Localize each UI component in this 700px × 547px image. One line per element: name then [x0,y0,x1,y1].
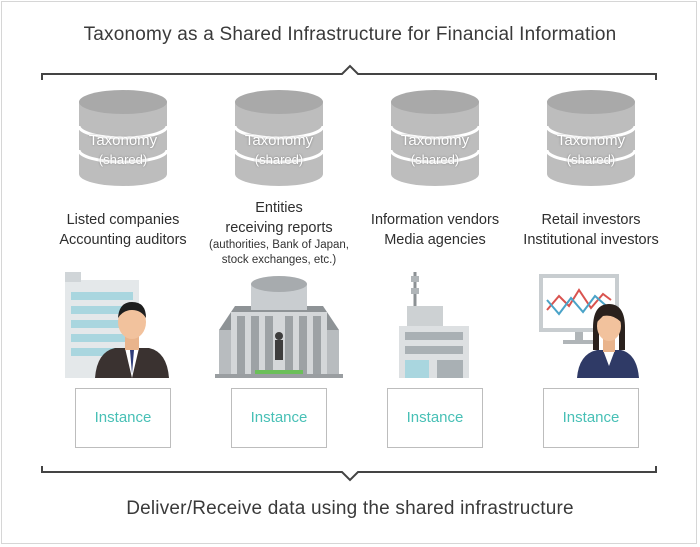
taxonomy-shared-label: (shared) [254,152,304,167]
desc-line-2: receiving reports [225,220,333,236]
instance-box: Instance [543,388,639,448]
column-information-vendors: Taxonomy (shared) Information vendors Me… [357,88,513,458]
desc-line-1: Information vendors [370,212,500,228]
instance-box: Instance [231,388,327,448]
desc-line-2: Institutional investors [523,232,659,248]
taxonomy-database-icon: Taxonomy (shared) [231,88,327,188]
taxonomy-shared-label: (shared) [98,152,148,167]
taxonomy-database-icon: Taxonomy (shared) [387,88,483,188]
note-line-1: (authorities, Bank of Japan, [209,239,349,251]
desc-line-2: Media agencies [384,232,486,248]
office-building-businessman-illustration [45,270,201,380]
desc-line-1: Retail investors [541,212,641,228]
taxonomy-shared-label: (shared) [566,152,616,167]
diagram-title: Taxonomy as a Shared Infrastructure for … [83,24,617,45]
investor-monitor-illustration [513,270,669,380]
desc-line-1: Listed companies [66,212,180,228]
taxonomy-label: Taxonomy [556,132,626,149]
taxonomy-label: Taxonomy [400,132,470,149]
central-bank-building-illustration [201,270,357,380]
participant-description: Retail investors Institutional investors [503,210,679,250]
participant-description: Information vendors Media agencies [347,210,523,250]
participant-note: (authorities, Bank of Japan, stock excha… [187,238,371,268]
instance-box: Instance [75,388,171,448]
column-investors: Taxonomy (shared) Retail investors Insti… [513,88,669,458]
taxonomy-database-icon: Taxonomy (shared) [75,88,171,188]
top-brace [41,64,657,80]
desc-line-2: Accounting auditors [59,232,187,248]
column-receiving-entities: Taxonomy (shared) Entities receiving rep… [201,88,357,458]
broadcast-building-illustration [357,270,513,380]
taxonomy-label: Taxonomy [244,132,314,149]
instance-box: Instance [387,388,483,448]
taxonomy-shared-label: (shared) [410,152,460,167]
participant-description: Listed companies Accounting auditors [35,210,211,250]
note-line-2: stock exchanges, etc.) [221,254,337,266]
bottom-brace [41,466,657,482]
taxonomy-label: Taxonomy [88,132,158,149]
participant-description: Entities receiving reports [191,198,367,238]
diagram-footer-title: Deliver/Receive data using the shared in… [126,498,574,519]
taxonomy-database-icon: Taxonomy (shared) [543,88,639,188]
desc-line-1: Entities [255,200,303,216]
column-listed-companies: Taxonomy (shared) Listed companies Accou… [45,88,201,458]
